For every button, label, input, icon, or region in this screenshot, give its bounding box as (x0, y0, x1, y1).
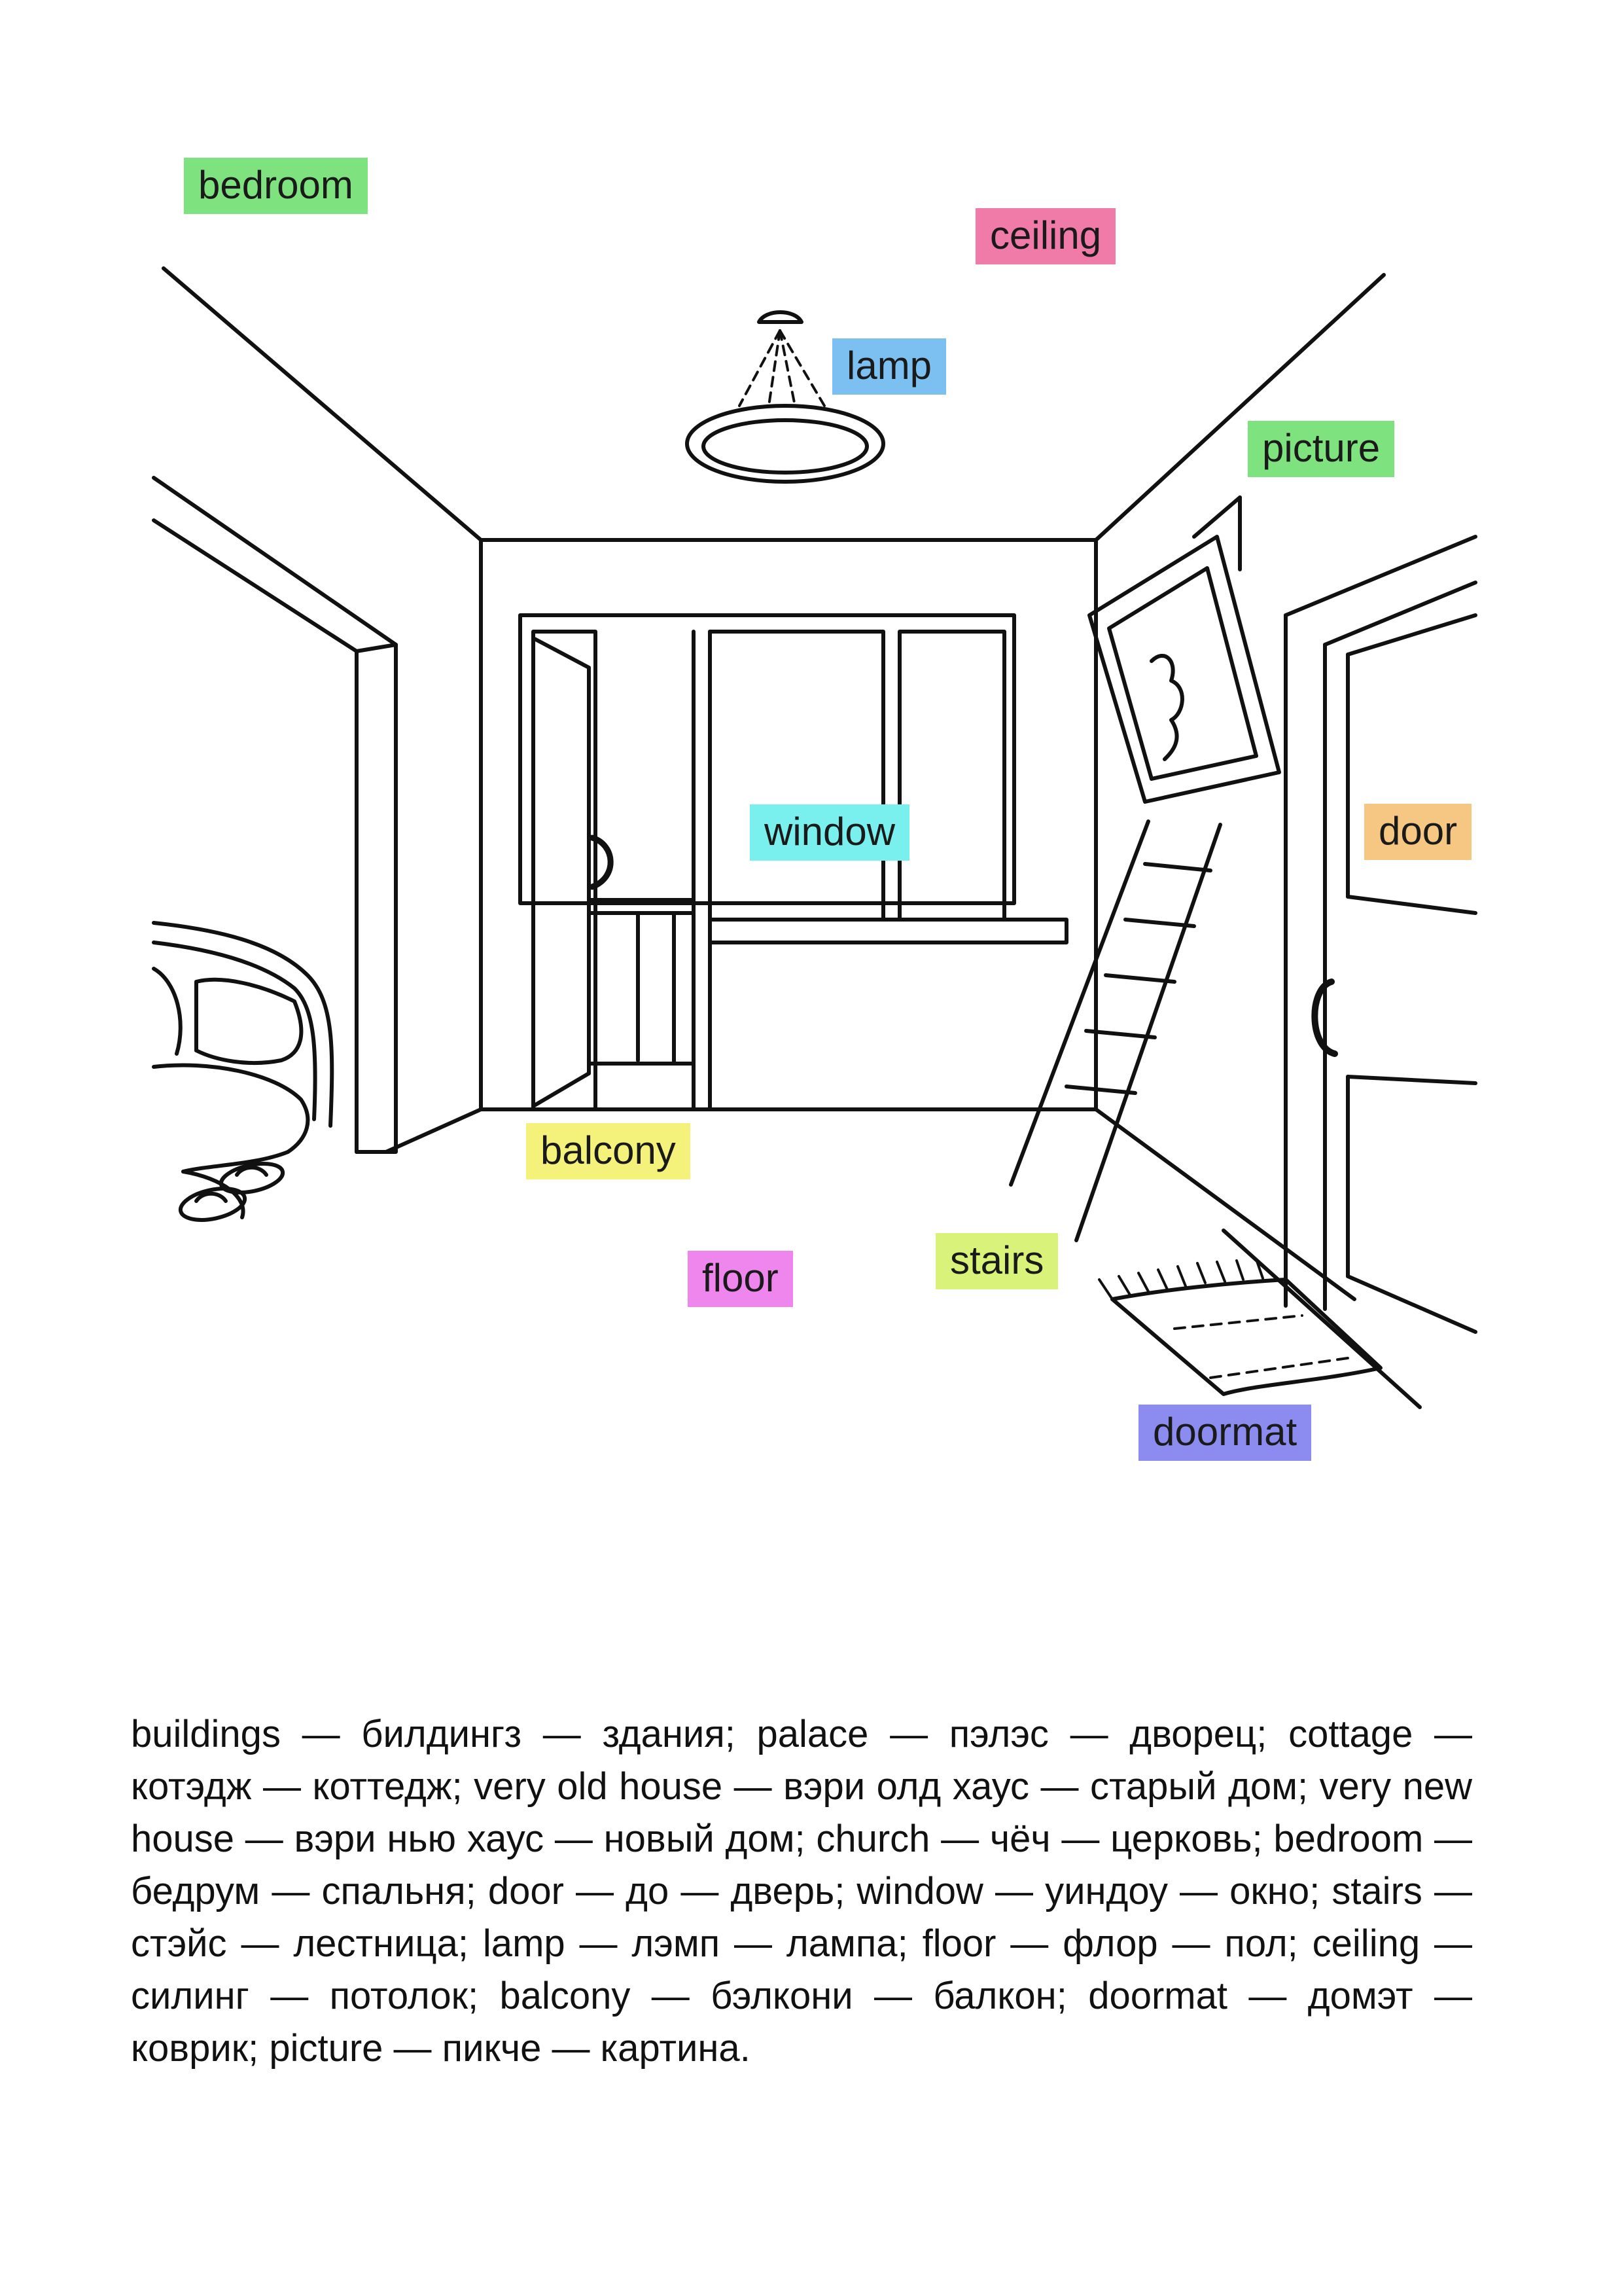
slippers (178, 1162, 285, 1222)
label-floor: floor (688, 1251, 793, 1307)
label-lamp: lamp (832, 338, 947, 395)
label-doormat: doormat (1138, 1405, 1312, 1461)
left-doorway (152, 476, 398, 1154)
label-door: door (1364, 804, 1472, 860)
label-bedroom: bedroom (184, 158, 368, 214)
wall-picture (1087, 495, 1281, 804)
label-stairs: stairs (936, 1233, 1059, 1289)
room-illustration: bedroom ceiling lamp picture window door… (152, 158, 1477, 1461)
bed (152, 921, 334, 1219)
back-wall (384, 538, 1422, 1409)
label-ceiling: ceiling (976, 208, 1116, 264)
label-balcony: balcony (526, 1123, 690, 1179)
room-drawing (152, 266, 1477, 1409)
label-window: window (750, 804, 910, 861)
label-picture: picture (1248, 421, 1395, 477)
window-frame (518, 613, 1068, 1111)
glossary-text: buildings — билдингз — здания; palace — … (131, 1713, 1472, 2070)
ceiling-lamp (685, 310, 885, 484)
ladder (1009, 819, 1222, 1242)
doormat-drawing (1098, 1258, 1383, 1396)
ceiling-lines (162, 266, 1386, 542)
right-door (1284, 535, 1477, 1334)
